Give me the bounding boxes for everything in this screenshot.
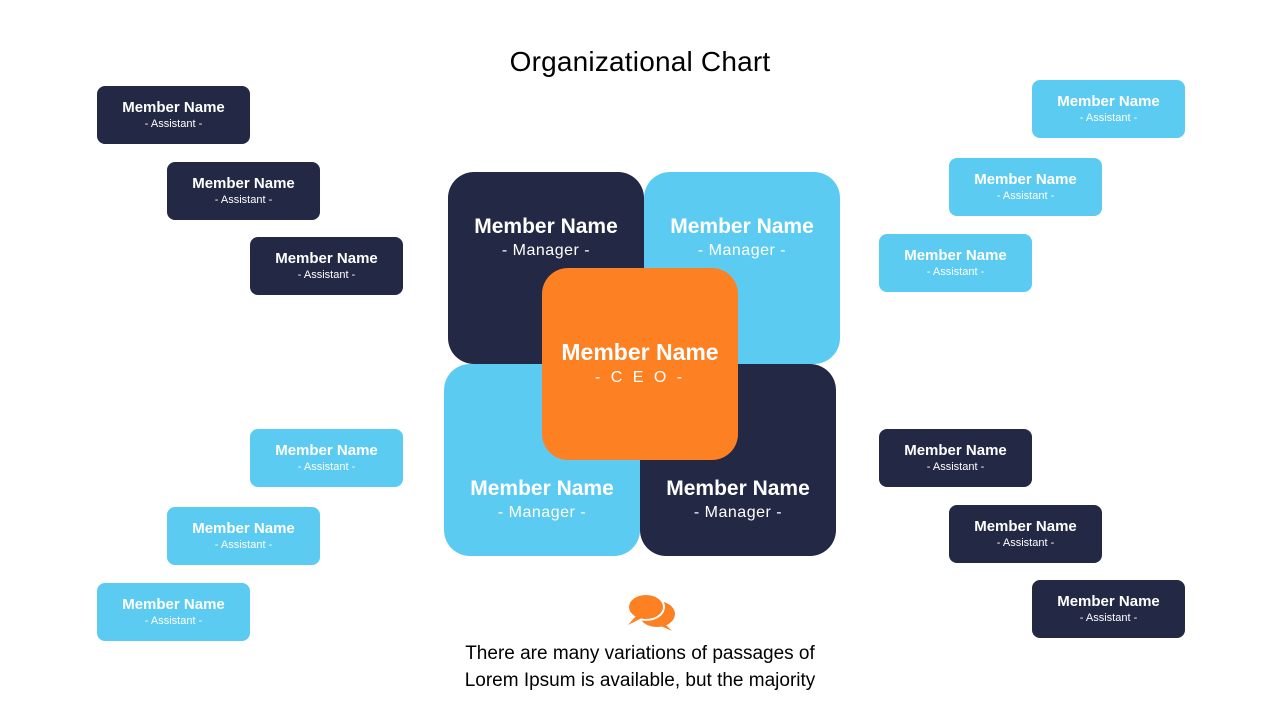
member-role: - Manager - bbox=[697, 242, 787, 259]
member-name: Member Name bbox=[974, 170, 1077, 188]
member-name: Member Name bbox=[192, 174, 295, 192]
assistant-card: Member Name - Assistant - bbox=[167, 507, 320, 565]
member-role: - Assistant - bbox=[1079, 611, 1138, 624]
member-name: Member Name bbox=[1057, 592, 1160, 610]
member-role: - Assistant - bbox=[144, 117, 203, 130]
assistant-card: Member Name - Assistant - bbox=[879, 429, 1032, 487]
member-name: Member Name bbox=[904, 441, 1007, 459]
member-name: Member Name bbox=[275, 441, 378, 459]
member-name: Member Name bbox=[904, 246, 1007, 264]
member-role: - Assistant - bbox=[996, 189, 1055, 202]
assistant-card: Member Name - Assistant - bbox=[949, 505, 1102, 563]
member-role: - Assistant - bbox=[214, 193, 273, 206]
assistant-card: Member Name - Assistant - bbox=[879, 234, 1032, 292]
member-role: - Manager - bbox=[693, 504, 783, 521]
member-name: Member Name bbox=[670, 215, 814, 238]
assistant-card: Member Name - Assistant - bbox=[250, 429, 403, 487]
member-name: Member Name bbox=[275, 249, 378, 267]
chat-bubbles-icon bbox=[627, 593, 675, 631]
manager-card: Member Name - Manager - bbox=[640, 364, 836, 556]
member-role: - Assistant - bbox=[144, 614, 203, 627]
ceo-role: - C E O - bbox=[594, 369, 686, 386]
member-name: Member Name bbox=[974, 517, 1077, 535]
member-role: - Assistant - bbox=[297, 268, 356, 281]
assistant-card: Member Name - Assistant - bbox=[1032, 80, 1185, 138]
member-name: Member Name bbox=[474, 215, 618, 238]
assistant-card: Member Name - Assistant - bbox=[949, 158, 1102, 216]
description-text: There are many variations of passages of… bbox=[464, 643, 816, 691]
assistant-card: Member Name - Assistant - bbox=[167, 162, 320, 220]
member-role: - Assistant - bbox=[996, 536, 1055, 549]
assistant-card: Member Name - Assistant - bbox=[1032, 580, 1185, 638]
member-role: - Manager - bbox=[501, 242, 591, 259]
member-name: Member Name bbox=[192, 519, 295, 537]
member-name: Member Name bbox=[666, 477, 810, 500]
assistant-card: Member Name - Assistant - bbox=[97, 583, 250, 641]
ceo-card: Member Name - C E O - bbox=[542, 268, 738, 460]
member-name: Member Name bbox=[122, 595, 225, 613]
member-name: Member Name bbox=[122, 98, 225, 116]
member-name: Member Name bbox=[1057, 92, 1160, 110]
member-name: Member Name bbox=[470, 477, 614, 500]
page-title: Organizational Chart bbox=[509, 46, 771, 77]
member-role: - Assistant - bbox=[297, 460, 356, 473]
assistant-card: Member Name - Assistant - bbox=[250, 237, 403, 295]
member-role: - Assistant - bbox=[1079, 111, 1138, 124]
member-role: - Assistant - bbox=[926, 265, 985, 278]
member-role: - Assistant - bbox=[926, 460, 985, 473]
member-role: - Assistant - bbox=[214, 538, 273, 551]
ceo-name: Member Name bbox=[561, 339, 719, 365]
assistant-card: Member Name - Assistant - bbox=[97, 86, 250, 144]
member-role: - Manager - bbox=[497, 504, 587, 521]
